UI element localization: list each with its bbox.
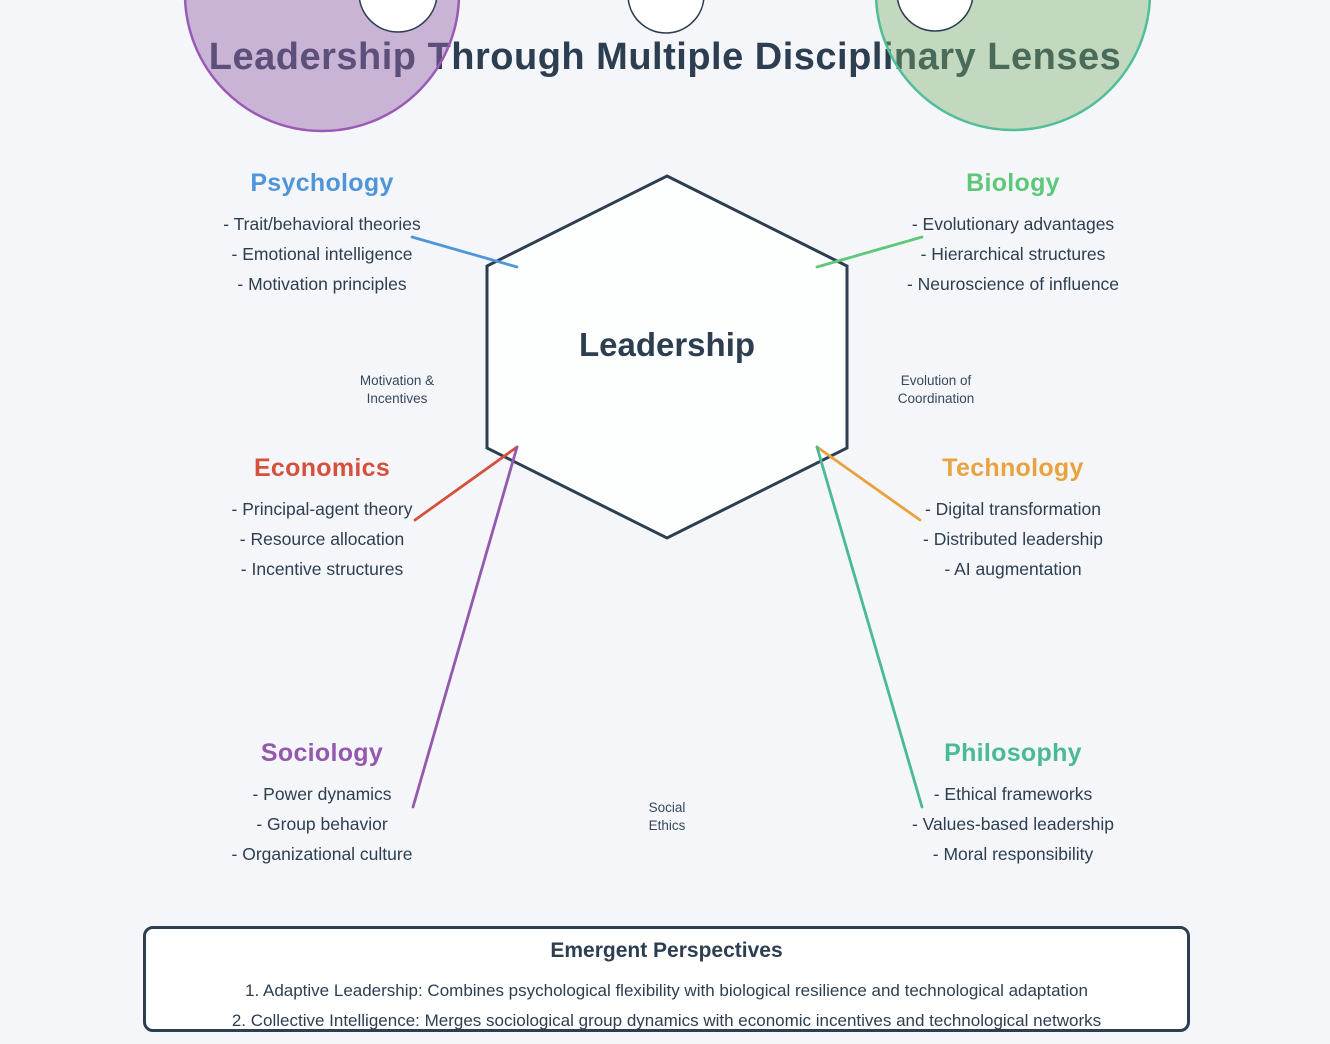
- discipline-heading-sociology: Sociology: [260, 739, 384, 767]
- decor-circle-white-center: [627, 0, 705, 34]
- discipline-heading-philosophy: Philosophy: [944, 739, 1082, 767]
- discipline-section-technology: Technology - Digital transformation - Di…: [923, 454, 1103, 584]
- connector-line-technology: [815, 445, 922, 522]
- discipline-item: - Hierarchical structures: [920, 244, 1106, 264]
- discipline-item: - Organizational culture: [231, 844, 413, 864]
- discipline-heading-psychology: Psychology: [250, 169, 394, 197]
- discipline-section-psychology: Psychology - Trait/behavioral theories -…: [223, 169, 420, 299]
- discipline-section-biology: Biology - Evolutionary advantages - Hier…: [907, 169, 1119, 299]
- discipline-heading-technology: Technology: [942, 454, 1084, 482]
- discipline-item: - Digital transformation: [924, 499, 1102, 519]
- discipline-item: - Emotional intelligence: [231, 244, 413, 264]
- discipline-section-philosophy: Philosophy - Ethical frameworks - Values…: [912, 739, 1114, 869]
- connector-line-economics: [413, 445, 519, 522]
- discipline-item: - Moral responsibility: [932, 844, 1094, 864]
- discipline-section-sociology: Sociology - Power dynamics - Group behav…: [232, 739, 413, 869]
- discipline-item: - AI augmentation: [944, 559, 1082, 579]
- leadership-center-label: Leadership: [578, 326, 756, 363]
- connector-line-psychology: [410, 235, 519, 269]
- discipline-section-economics: Economics - Principal-agent theory - Res…: [232, 454, 413, 584]
- decor-circle-white-right: [896, 0, 974, 32]
- connector-label-line: Ethics: [648, 818, 686, 833]
- emergent-perspectives-box: Emergent Perspectives 1. Adaptive Leader…: [143, 926, 1190, 1032]
- connector-label-line: Social: [648, 800, 686, 815]
- emergent-item: 2. Collective Intelligence: Merges socio…: [231, 1011, 1102, 1030]
- connector-label-line: Coordination: [897, 391, 975, 406]
- connector-label-evolution-coordination: Evolution of Coordination: [898, 372, 975, 408]
- connector-label-line: Incentives: [366, 391, 428, 406]
- decor-circle-white-left: [358, 0, 438, 33]
- discipline-item: - Distributed leadership: [923, 529, 1103, 549]
- emergent-item: 1. Adaptive Leadership: Combines psychol…: [245, 981, 1088, 1000]
- connector-label-line: Motivation &: [359, 373, 435, 388]
- discipline-item: - Resource allocation: [239, 529, 405, 549]
- connector-line-sociology: [411, 445, 519, 809]
- connector-label-line: Evolution of: [900, 373, 972, 388]
- connector-label-social-ethics: Social Ethics: [649, 799, 686, 835]
- discipline-item: - Motivation principles: [237, 274, 407, 294]
- discipline-item: - Incentive structures: [240, 559, 404, 579]
- discipline-item: - Evolutionary advantages: [911, 214, 1115, 234]
- discipline-item: - Trait/behavioral theories: [223, 214, 421, 234]
- connector-label-motivation-incentives: Motivation & Incentives: [360, 372, 434, 408]
- discipline-item: - Ethical frameworks: [933, 784, 1093, 804]
- discipline-item: - Neuroscience of influence: [906, 274, 1120, 294]
- page-title: Leadership Through Multiple Disciplinary…: [208, 36, 1122, 78]
- connector-line-philosophy: [815, 445, 924, 809]
- emergent-perspectives-title: Emergent Perspectives: [550, 939, 783, 962]
- discipline-heading-biology: Biology: [966, 169, 1060, 197]
- discipline-item: - Power dynamics: [252, 784, 392, 804]
- discipline-item: - Principal-agent theory: [231, 499, 413, 519]
- discipline-item: - Values-based leadership: [911, 814, 1115, 834]
- discipline-item: - Group behavior: [256, 814, 388, 834]
- discipline-heading-economics: Economics: [253, 454, 391, 482]
